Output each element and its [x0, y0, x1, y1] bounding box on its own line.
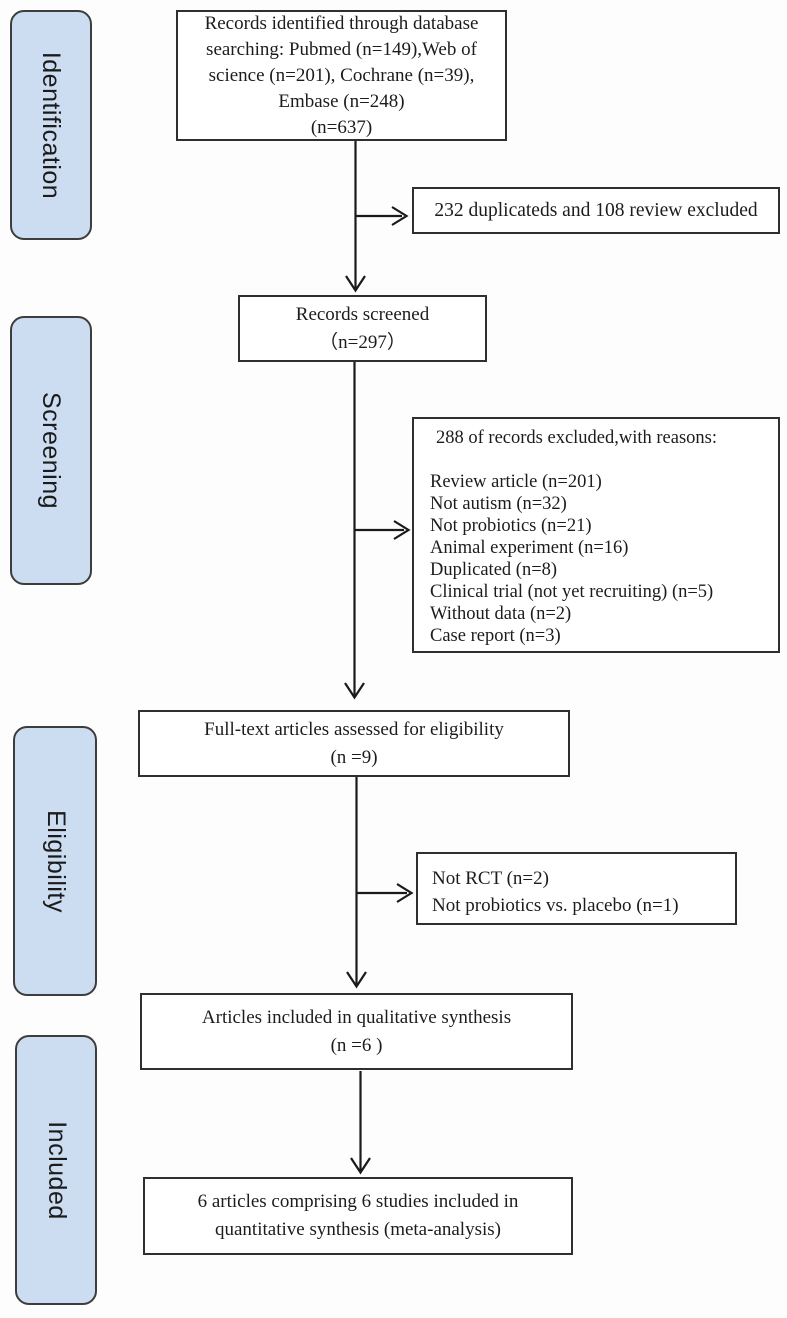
- box-not-rct: Not RCT (n=2) Not probiotics vs. placebo…: [416, 852, 737, 925]
- quantitative-synthesis-line: quantitative synthesis (meta-analysis): [215, 1219, 501, 1240]
- qualitative-synthesis-line: Articles included in qualitative synthes…: [201, 1006, 512, 1028]
- fulltext-assessed-line: Full-text articles assessed for eligibil…: [204, 718, 504, 740]
- quantitative-synthesis-line: 6 articles comprising 6 studies included…: [197, 1191, 519, 1212]
- arrowhead-right-3: [396, 883, 414, 903]
- stage-screening: Screening: [10, 316, 92, 585]
- stage-eligibility-label: Eligibility: [41, 809, 70, 913]
- arrowhead-down-3: [346, 971, 367, 989]
- excluded-reason-item: Review article (n=201): [430, 472, 602, 492]
- records-identified-line: (n=637): [310, 116, 373, 138]
- excluded-reason-item: Clinical trial (not yet recruiting) (n=5…: [430, 582, 714, 602]
- excluded-reason-item: Without data (n=2): [430, 604, 572, 624]
- arrowhead-down-1: [345, 275, 366, 293]
- records-identified-line: science (n=201), Cochrane (n=39),: [208, 64, 475, 86]
- box-excluded-reasons: 288 of records excluded,with reasons: Re…: [412, 417, 780, 653]
- stage-eligibility: Eligibility: [13, 726, 97, 996]
- box-records-screened: Records screened （n=297）: [238, 295, 487, 362]
- fulltext-assessed-count: (n =9): [330, 746, 378, 768]
- excluded-reason-item: Animal experiment (n=16): [430, 538, 629, 558]
- excluded-reason-item: Duplicated (n=8): [430, 560, 558, 580]
- arrowhead-down-4: [350, 1157, 371, 1175]
- stage-screening-label: Screening: [37, 391, 66, 510]
- records-screened-count: （n=297）: [319, 331, 406, 353]
- arrowhead-right-1: [391, 206, 409, 226]
- not-rct-line: Not probiotics vs. placebo (n=1): [432, 895, 679, 916]
- box-duplicates-excluded: 232 duplicateds and 108 review excluded: [412, 187, 780, 234]
- not-rct-line: Not RCT (n=2): [432, 868, 549, 889]
- box-fulltext-assessed: Full-text articles assessed for eligibil…: [138, 710, 570, 777]
- stage-identification: Identification: [10, 10, 92, 240]
- stage-identification-label: Identification: [37, 51, 66, 199]
- arrowhead-down-2: [344, 682, 365, 700]
- excluded-reason-item: Not probiotics (n=21): [430, 516, 592, 536]
- excluded-reason-item: Not autism (n=32): [430, 494, 567, 514]
- box-quantitative-synthesis: 6 articles comprising 6 studies included…: [143, 1177, 573, 1255]
- duplicates-excluded-text: 232 duplicateds and 108 review excluded: [434, 199, 758, 221]
- qualitative-synthesis-count: (n =6 ): [330, 1034, 383, 1056]
- excluded-reason-item: Case report (n=3): [430, 626, 561, 646]
- excluded-reasons-heading: 288 of records excluded,with reasons:: [436, 428, 718, 448]
- box-qualitative-synthesis: Articles included in qualitative synthes…: [140, 993, 573, 1070]
- arrowhead-right-2: [393, 520, 411, 540]
- stage-included: Included: [15, 1035, 97, 1305]
- stage-included-label: Included: [42, 1120, 71, 1220]
- box-records-identified: Records identified through database sear…: [176, 10, 507, 141]
- records-identified-line: searching: Pubmed (n=149),Web of: [206, 38, 477, 60]
- records-identified-line: Embase (n=248): [278, 90, 405, 112]
- records-identified-line: Records identified through database: [204, 12, 479, 34]
- records-screened-line: Records screened: [295, 303, 430, 325]
